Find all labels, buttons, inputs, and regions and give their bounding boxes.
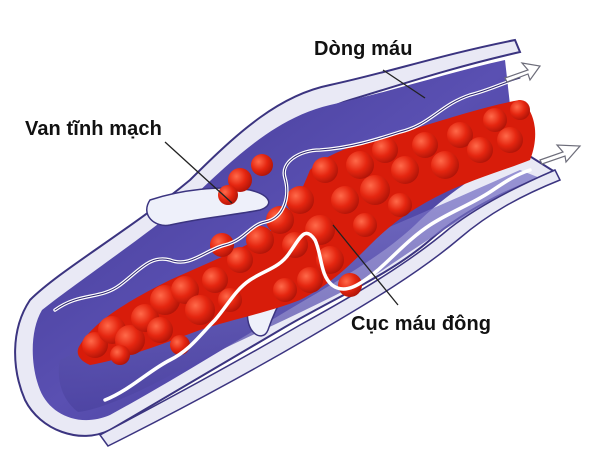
label-blood-flow: Dòng máu <box>314 38 413 60</box>
label-blood-clot: Cục máu đông <box>351 313 492 335</box>
leader-line-blood-flow <box>382 69 426 99</box>
leader-lines <box>164 69 426 306</box>
label-vein-valve: Van tĩnh mạch <box>25 118 162 140</box>
flow-arrow-bottom <box>539 144 582 165</box>
blood-flow-outlines <box>54 77 521 311</box>
flow-arrow-top <box>504 62 542 83</box>
leader-line-blood-clot <box>332 224 399 306</box>
leader-line-vein-valve <box>164 141 233 204</box>
